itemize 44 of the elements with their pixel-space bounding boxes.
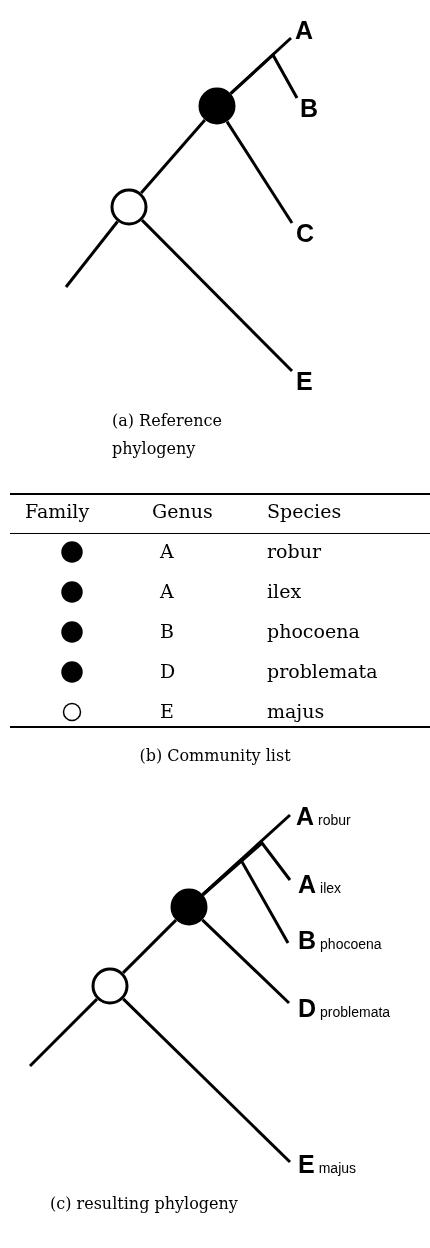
filled-node-circle <box>170 888 208 926</box>
tree-branch <box>122 997 292 1164</box>
tree-branch <box>140 219 294 373</box>
tree-branch <box>229 52 299 99</box>
figure-caption: (b) Community list <box>138 745 292 767</box>
column-header: Genus <box>152 502 213 521</box>
taxon-letter: D <box>298 994 317 1022</box>
column-header: Species <box>267 502 342 521</box>
table-cell: A <box>160 542 174 561</box>
table-cell: robur <box>267 542 321 561</box>
figure-caption: (a) Reference phylogeny <box>112 410 223 460</box>
tree-branch <box>28 998 98 1068</box>
taxon-letter: B <box>300 96 319 121</box>
tree-branch <box>201 857 290 944</box>
table-cell: phocoena <box>267 622 360 641</box>
species-name: robur <box>318 812 351 828</box>
species-name: problemata <box>320 1004 391 1020</box>
species-name: phocoena <box>320 936 382 952</box>
table-cell: majus <box>267 702 325 721</box>
taxon-letter: A <box>296 802 315 830</box>
taxon-letter: A <box>298 870 317 898</box>
species-name: ilex <box>320 880 342 896</box>
taxon-letter: B <box>298 926 317 954</box>
tree-branch <box>122 919 177 974</box>
tree-branch <box>225 120 294 224</box>
table-cell: D <box>160 662 176 681</box>
table-cell: ilex <box>267 582 302 601</box>
table-cell: E <box>160 702 174 721</box>
open-node-circle <box>110 188 148 226</box>
table-cell: B <box>160 622 174 641</box>
table-cell: A <box>160 582 174 601</box>
tree-branch <box>140 118 206 195</box>
table-cell: problemata <box>267 662 378 681</box>
taxon-letter: E <box>298 1150 315 1178</box>
tree-branch <box>201 918 291 1005</box>
filled-node-circle <box>198 87 236 125</box>
taxon-letter: C <box>296 221 315 246</box>
open-node-circle <box>91 967 129 1005</box>
column-header: Family <box>25 502 90 521</box>
taxon-letter: E <box>296 369 313 394</box>
taxon-letter: A <box>295 18 314 43</box>
tree-branch <box>64 220 119 288</box>
figure-caption: (c) resulting phylogeny <box>50 1193 239 1215</box>
species-name: majus <box>318 1160 357 1176</box>
